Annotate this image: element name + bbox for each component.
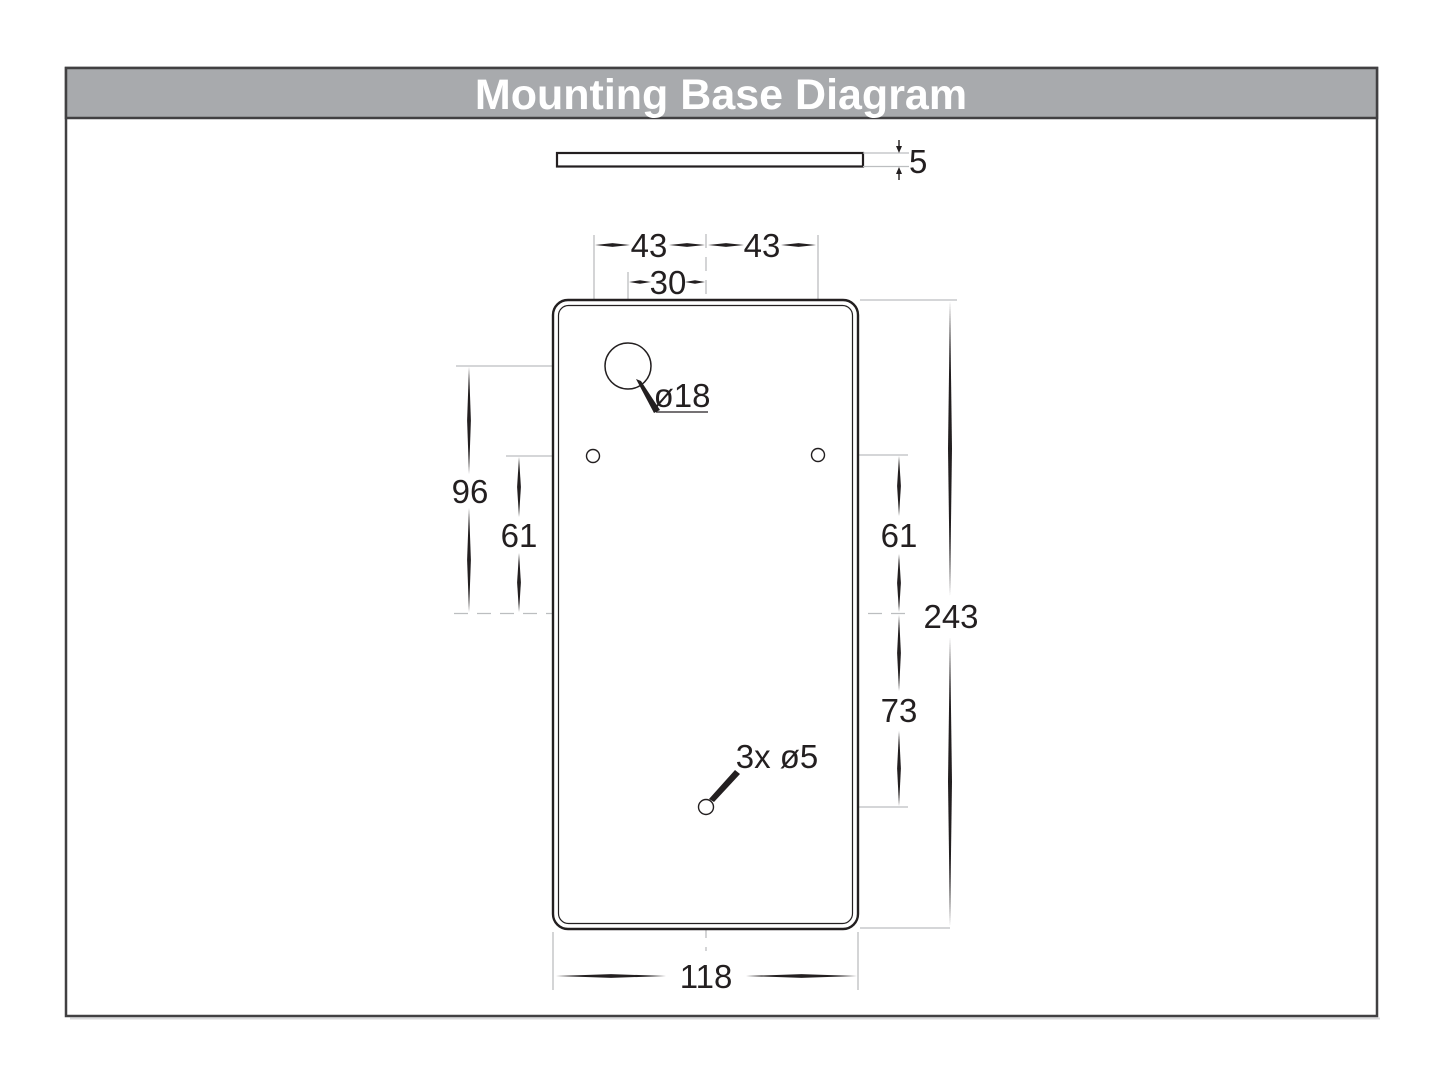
- dim-stroke: [897, 456, 901, 516]
- dim-stroke: [595, 243, 630, 247]
- dim-stroke: [948, 301, 952, 596]
- label-hole-diameter-18: ø18: [654, 377, 711, 414]
- dim-30: 30: [650, 264, 687, 301]
- dim-stroke: [467, 508, 471, 612]
- dim-stroke: [517, 457, 521, 517]
- dim-96: 96: [452, 473, 489, 510]
- dim-stroke: [708, 243, 744, 247]
- dim-stroke: [685, 280, 705, 284]
- dim-61-left: 61: [501, 517, 538, 554]
- header-band: [64, 66, 1379, 120]
- dimension-labels: 43 43 30 96 61 61 243 73 118 ø18 3x ø5: [452, 227, 979, 995]
- arrow-down-icon: [896, 146, 902, 153]
- leader-line-holes5: [709, 770, 740, 802]
- dimension-lines: [467, 243, 952, 978]
- page-title: Mounting Base Diagram: [475, 71, 967, 119]
- label-screw-holes-diameter-5: 3x ø5: [736, 738, 819, 775]
- dim-stroke: [467, 367, 471, 474]
- dim-stroke: [629, 280, 651, 284]
- dim-stroke: [556, 974, 666, 978]
- dim-43-right: 43: [744, 227, 781, 264]
- dim-stroke: [781, 243, 816, 247]
- arrow-up-icon: [896, 167, 902, 174]
- dim-61-right: 61: [881, 517, 918, 554]
- dim-43-left: 43: [631, 227, 668, 264]
- dim-stroke: [897, 615, 901, 691]
- side-view: 5: [555, 140, 927, 180]
- dim-243: 243: [923, 598, 978, 635]
- dim-118: 118: [680, 958, 733, 995]
- leader-line-hole18: [636, 379, 660, 413]
- dim-stroke: [669, 243, 705, 247]
- dim-stroke: [948, 637, 952, 926]
- dim-73: 73: [881, 692, 918, 729]
- screw-hole-bottom: [697, 798, 715, 816]
- dim-stroke: [897, 554, 901, 612]
- side-view-plate: [555, 151, 865, 168]
- screw-hole-right: [810, 447, 826, 463]
- mounting-base-outline: [551, 298, 860, 931]
- dim-stroke: [746, 974, 857, 978]
- screw-hole-left: [585, 448, 601, 464]
- dim-stroke: [897, 731, 901, 806]
- dim-thickness: 5: [909, 143, 927, 180]
- dim-stroke: [517, 553, 521, 612]
- mounting-base-inner-outline: [557, 304, 854, 925]
- cable-entry-hole: [604, 342, 652, 390]
